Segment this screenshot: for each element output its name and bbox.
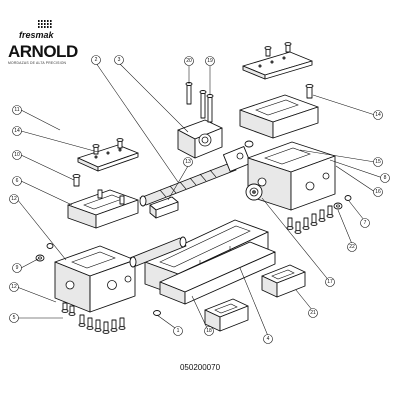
nut-left [35, 243, 54, 262]
callout-bubble: 15 [373, 157, 383, 167]
lead-screw [139, 140, 254, 207]
callout-leaders [16, 62, 384, 337]
spacer-13 [149, 196, 179, 219]
callout-label: 12 [11, 196, 17, 202]
bolts-19-20 [185, 82, 214, 123]
callout-label: 11 [14, 107, 19, 113]
callout-bubble: 19 [205, 56, 215, 66]
callout-bubble: 5 [9, 313, 19, 323]
bearing-housing [177, 119, 223, 159]
logo-mark-icon [37, 20, 53, 28]
document-number: 050200070 [180, 363, 221, 372]
jaw-plate-left [77, 144, 139, 172]
screws-left-top [92, 138, 124, 155]
callout-label: 18 [206, 328, 212, 334]
callout-bubble: 16 [373, 187, 383, 197]
callout-bubble: 22 [347, 242, 357, 252]
base-block-left [54, 245, 136, 313]
callout-label: 15 [375, 159, 381, 165]
callout-bubble: 3 [114, 55, 124, 65]
callout-bubble: 14 [373, 110, 383, 120]
callout-label: 10 [14, 152, 20, 158]
brand-name: ARNOLD [8, 42, 78, 61]
jaw-plate-right [242, 42, 313, 80]
sleeve-5 [153, 310, 161, 316]
callout-label: 17 [327, 279, 333, 285]
callout-label: 16 [375, 189, 381, 195]
callout-label: 8 [384, 175, 387, 181]
callout-label: 7 [364, 220, 367, 226]
callout-bubble: 1 [173, 326, 183, 336]
callout-label: 13 [185, 159, 191, 165]
threaded-sleeve [129, 236, 187, 268]
callout-label: 3 [118, 57, 121, 63]
callout-label: 5 [13, 315, 16, 321]
callout-bubble: 12 [9, 194, 19, 204]
callout-bubble: 20 [184, 56, 194, 66]
brand-subbrand: fresmak [19, 30, 55, 40]
brand-logo: fresmak ARNOLD MORDAZAS DE ALTA PRECISIO… [8, 20, 78, 65]
screw-row-left [61, 302, 126, 334]
callout-bubble: 12 [9, 282, 19, 292]
callout-bubble: 2 [91, 55, 101, 65]
screw-row-right [286, 205, 334, 234]
t-block-4 [261, 264, 306, 298]
callout-bubble: 8 [380, 173, 390, 183]
jaw-block-left-upper [67, 189, 139, 229]
callout-label: 6 [16, 178, 19, 184]
base-plate-1 [159, 241, 276, 305]
jaw-block-right-upper [239, 94, 319, 139]
callout-label: 14 [14, 128, 20, 134]
callout-label: 12 [11, 284, 17, 290]
callout-label: 21 [310, 310, 316, 316]
callout-bubble: 13 [183, 157, 193, 167]
callout-bubble: 6 [12, 176, 22, 186]
socket-screw-right [305, 83, 314, 99]
callout-bubble: 11 [12, 105, 22, 115]
callout-bubble: 18 [204, 326, 214, 336]
callout-bubble: 7 [360, 218, 370, 228]
gear-21 [245, 183, 263, 201]
callout-label: 20 [186, 58, 192, 64]
callout-bubble: 17 [325, 277, 335, 287]
callout-label: 9 [16, 265, 19, 271]
callout-label: 2 [95, 57, 98, 63]
callout-label: 14 [375, 112, 381, 118]
callout-bubble: 10 [12, 150, 22, 160]
callout-bubble: 21 [308, 308, 318, 318]
base-block-right [247, 141, 336, 211]
t-block-18 [204, 298, 249, 332]
brand-tagline: MORDAZAS DE ALTA PRECISION [8, 61, 67, 65]
socket-screw-left [72, 173, 81, 187]
nut-right [333, 195, 352, 210]
callout-label: 4 [267, 336, 270, 342]
callout-label: 1 [177, 328, 180, 334]
callout-label: 19 [207, 58, 213, 64]
callout-bubble: 4 [263, 334, 273, 344]
callout-bubble: 9 [12, 263, 22, 273]
callout-bubble: 14 [12, 126, 22, 136]
callout-label: 22 [349, 244, 355, 250]
